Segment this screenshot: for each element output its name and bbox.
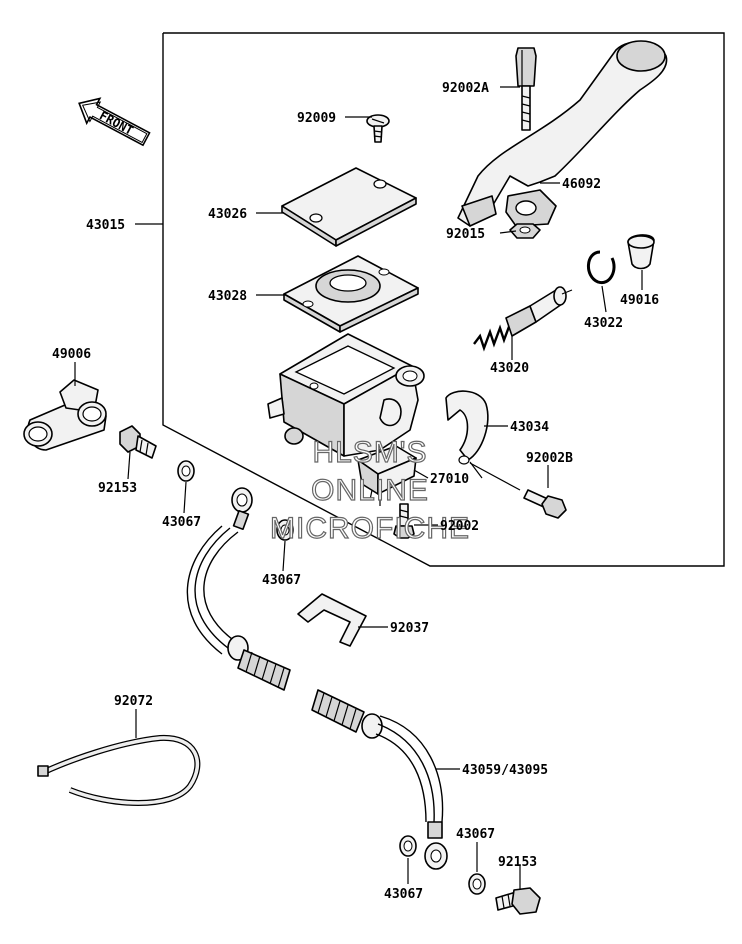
master-cylinder-body	[267, 333, 425, 457]
washer-43067-c	[399, 835, 417, 857]
label-92002b: 92002B	[526, 451, 573, 466]
screw-92009	[366, 114, 390, 143]
label-92072: 92072	[114, 694, 153, 709]
label-46092: 46092	[562, 177, 601, 192]
label-92009: 92009	[297, 111, 336, 126]
label-92002: 92002	[440, 519, 479, 534]
clamp-43034	[445, 390, 489, 465]
label-92002a: 92002A	[442, 81, 489, 96]
watermark-line-1: HLSM'S	[312, 436, 427, 469]
circlip-43022	[587, 250, 616, 285]
brake-hose-lower	[311, 689, 448, 870]
boot-49016	[627, 234, 655, 270]
cable-tie-92072	[37, 734, 201, 806]
label-43059-43095: 43059/43095	[462, 763, 548, 778]
label-49006: 49006	[52, 347, 91, 362]
bolt-92002a	[515, 47, 537, 131]
label-49016: 49016	[620, 293, 659, 308]
bolt-92002	[393, 503, 415, 539]
label-92037: 92037	[390, 621, 429, 636]
clip-92037	[297, 593, 367, 647]
lever-46092	[457, 40, 668, 227]
label-43067-a: 43067	[162, 515, 201, 530]
nut-92015	[509, 223, 541, 239]
label-43067-b: 43067	[262, 573, 301, 588]
bolt-92002b	[523, 489, 567, 519]
leader-lines	[74, 86, 643, 890]
label-43034: 43034	[510, 420, 549, 435]
watermark-line-3: MICROFICHE	[270, 512, 470, 545]
switch-27010	[357, 445, 417, 506]
label-43067-d: 43067	[384, 887, 423, 902]
banjo-bolt-92153-bottom	[495, 887, 541, 915]
piston-kit-43020	[473, 286, 573, 352]
banjo-bolt-92153-top	[119, 425, 157, 459]
label-92015: 92015	[446, 227, 485, 242]
washer-43067-a	[177, 460, 195, 482]
label-43022: 43022	[584, 316, 623, 331]
cover-49006	[23, 379, 107, 451]
part-labels: 92002A 92009 46092 43015 43026 92015 430…	[52, 81, 659, 902]
cap-43026	[281, 167, 417, 247]
front-arrow-icon: FRONT	[78, 97, 151, 147]
washer-43067-b	[276, 519, 294, 541]
diaphragm-43028	[283, 255, 419, 333]
front-label: FRONT	[97, 108, 135, 137]
label-92153-bottom: 92153	[498, 855, 537, 870]
washer-43067-d	[468, 873, 486, 895]
label-43015: 43015	[86, 218, 125, 233]
label-43028: 43028	[208, 289, 247, 304]
label-43020: 43020	[490, 361, 529, 376]
watermark: HLSM'S ONLINE MICROFICHE	[269, 435, 470, 545]
label-27010: 27010	[430, 472, 469, 487]
label-92153-top: 92153	[98, 481, 137, 496]
brake-hose-upper	[186, 487, 291, 691]
watermark-line-2: ONLINE	[311, 474, 429, 507]
label-43067-c: 43067	[456, 827, 495, 842]
label-43026: 43026	[208, 207, 247, 222]
assembly-frame	[162, 32, 725, 567]
